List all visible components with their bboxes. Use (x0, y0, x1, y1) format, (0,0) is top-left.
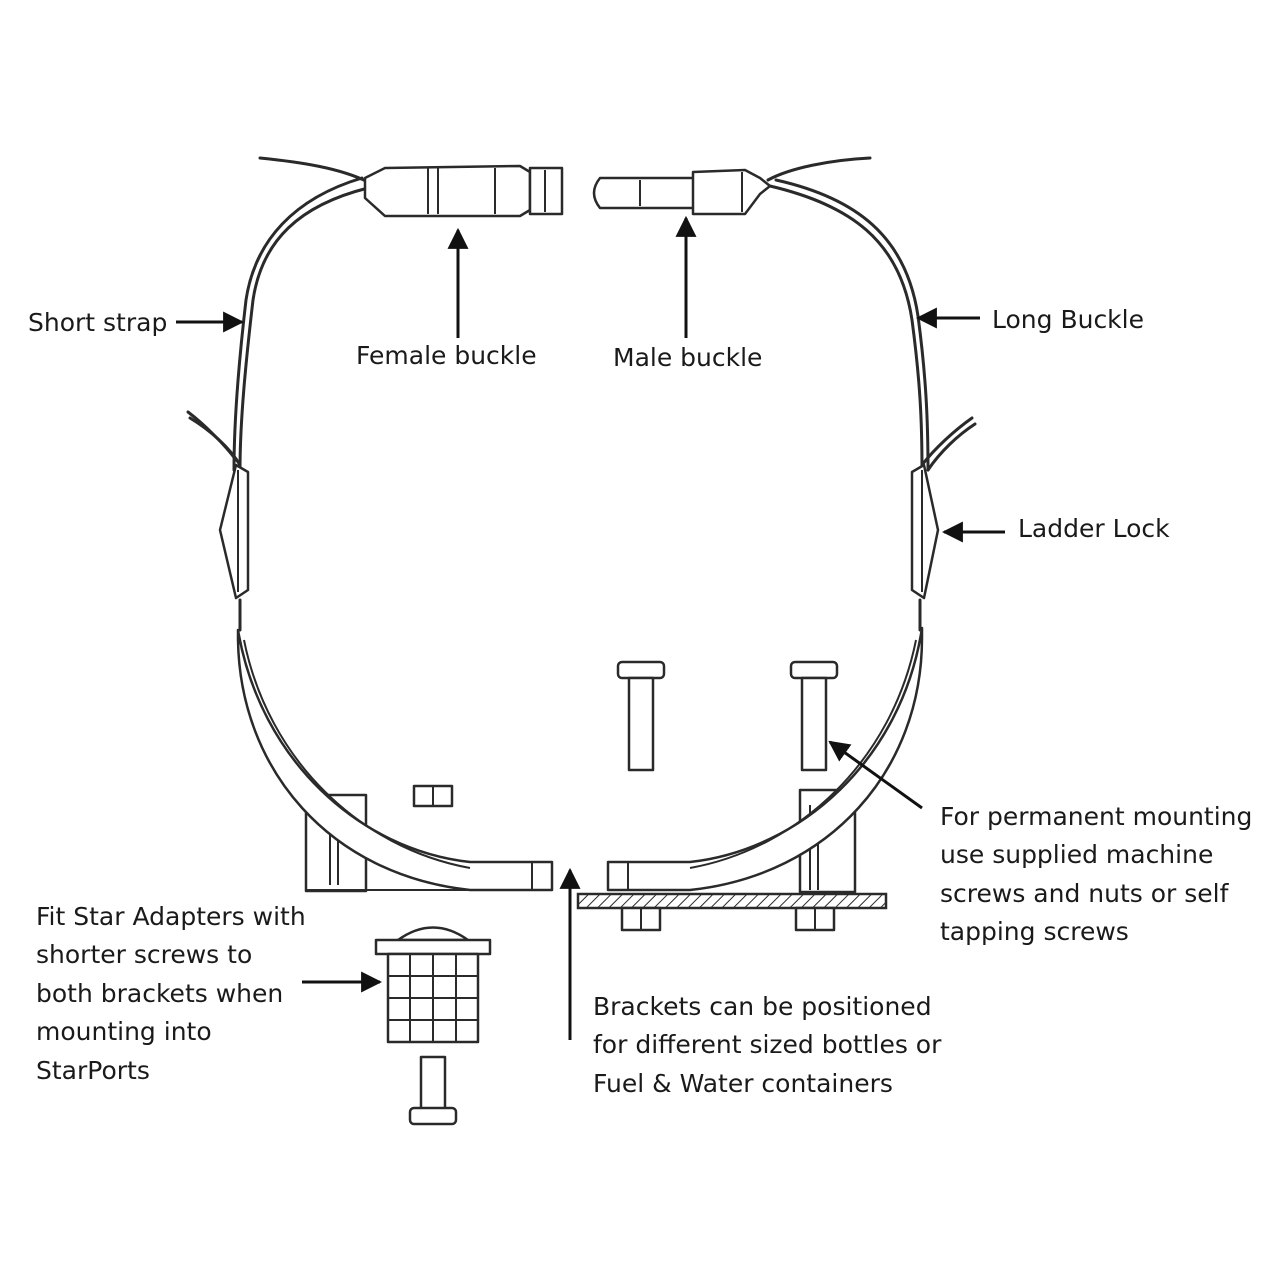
ladder-lock-left (218, 463, 250, 600)
short-screw (408, 1055, 458, 1126)
arrows (176, 215, 1005, 1040)
ladder-lock-label: Ladder Lock (1018, 514, 1170, 543)
machine-screw (616, 660, 666, 772)
arrow-screws (828, 740, 923, 810)
female-buckle (363, 164, 564, 218)
svg-text:Brackets can be positioned: Brackets can be positioned (593, 992, 932, 1021)
male-buckle-label: Male buckle (613, 343, 762, 372)
nut (620, 906, 662, 932)
nut (794, 906, 836, 932)
svg-text:For permanent mounting: For permanent mounting (940, 802, 1252, 831)
ladder-lock-right (910, 463, 940, 600)
svg-text:shorter screws to: shorter screws to (36, 940, 252, 969)
svg-text:screws and nuts or self: screws and nuts or self (940, 879, 1230, 908)
male-buckle (592, 168, 772, 216)
star-adapters-note: Fit Star Adapters with shorter screws to… (36, 902, 306, 1085)
svg-text:tapping screws: tapping screws (940, 917, 1129, 946)
svg-text:Fuel & Water containers: Fuel & Water containers (593, 1069, 893, 1098)
female-buckle-label: Female buckle (356, 341, 537, 370)
svg-text:both brackets when: both brackets when (36, 979, 283, 1008)
star-adapter (374, 926, 492, 1044)
brackets-note: Brackets can be positioned for different… (593, 992, 942, 1098)
short-strap (186, 156, 370, 632)
svg-text:use supplied machine: use supplied machine (940, 840, 1213, 869)
mounting-plate (576, 892, 888, 910)
long-strap (766, 156, 977, 632)
right-bracket (606, 626, 924, 894)
svg-text:StarPorts: StarPorts (36, 1056, 150, 1085)
long-buckle-label: Long Buckle (992, 305, 1144, 334)
short-strap-label: Short strap (28, 308, 167, 337)
spare-nut (412, 784, 454, 808)
svg-text:for different sized bottles or: for different sized bottles or (593, 1030, 942, 1059)
machine-screw (789, 660, 839, 772)
svg-text:mounting into: mounting into (36, 1017, 212, 1046)
svg-text:Fit Star Adapters with: Fit Star Adapters with (36, 902, 306, 931)
permanent-mounting-note: For permanent mounting use supplied mach… (940, 802, 1252, 946)
left-bracket (236, 628, 554, 893)
